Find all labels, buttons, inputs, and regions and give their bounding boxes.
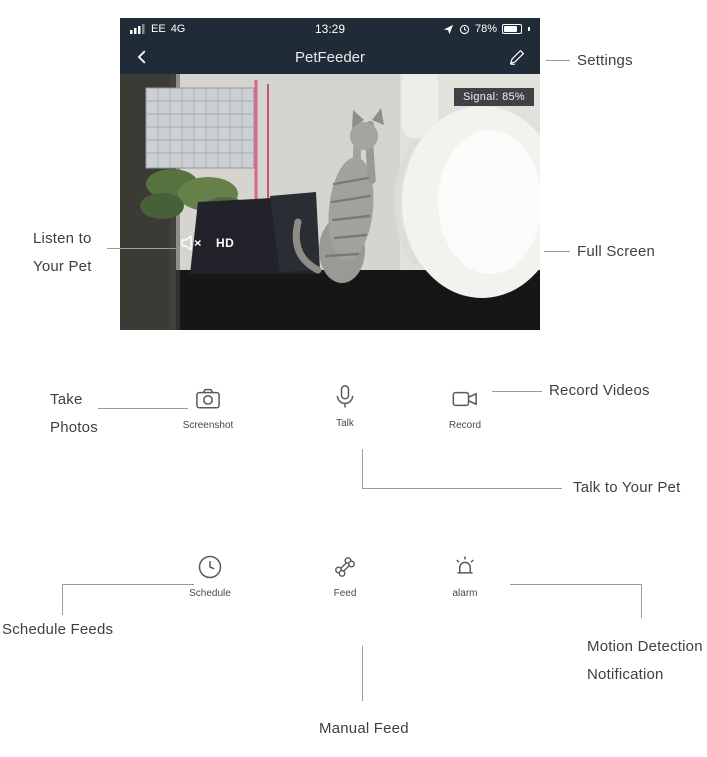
hd-quality-button[interactable]: HD [216, 236, 235, 250]
battery-nub [528, 27, 530, 31]
video-camera-icon [452, 391, 477, 407]
callout-listen-to-your-pet: Listen to Your Pet [33, 225, 92, 281]
callout-line-take-photos [98, 408, 188, 409]
settings-button[interactable] [507, 48, 526, 67]
callout-line-motion-vertical [641, 584, 642, 618]
callout-line-talk-vertical [362, 449, 363, 488]
schedule-label: Schedule [189, 588, 231, 599]
battery-icon [502, 24, 522, 34]
clock-time: 13:29 [314, 22, 346, 36]
page-title: PetFeeder [294, 48, 366, 66]
callout-manual-feed: Manual Feed [319, 720, 409, 737]
callout-line-manual-feed [362, 646, 363, 701]
talk-button[interactable]: Talk [299, 383, 391, 429]
screenshot-button[interactable]: Screenshot [162, 385, 254, 431]
callout-line-listen [107, 248, 177, 249]
callout-line-settings [546, 60, 570, 61]
callout-listen-line2: Your Pet [33, 258, 92, 275]
clock-icon [198, 555, 222, 579]
callout-settings: Settings [577, 52, 633, 69]
location-arrow-icon [443, 24, 454, 34]
back-chevron-icon [137, 50, 146, 64]
feed-button[interactable]: Feed [299, 553, 391, 599]
callout-line-fullscreen [544, 251, 570, 252]
camera-live-view: Signal: 85% HD [120, 74, 540, 330]
callout-talk-to-your-pet: Talk to Your Pet [573, 479, 681, 496]
talk-label: Talk [336, 418, 354, 429]
callout-line-schedule-vertical [62, 584, 63, 615]
signal-strength-badge: Signal: 85% [453, 88, 534, 106]
fullscreen-button[interactable] [505, 232, 524, 256]
callout-take-line2: Photos [50, 419, 98, 436]
back-button[interactable] [134, 48, 152, 66]
callout-line-record-videos [492, 391, 542, 392]
status-bar: EE 4G 13:29 78% [120, 18, 540, 40]
schedule-button[interactable]: Schedule [164, 553, 256, 599]
callout-take-photos: Take Photos [50, 386, 98, 442]
feed-label: Feed [333, 588, 357, 599]
pet-camera-scene [120, 74, 540, 330]
callout-motion-detection: Motion Detection Notification [587, 633, 703, 689]
camera-icon [196, 388, 220, 409]
screenshot-label: Screenshot [182, 420, 234, 431]
record-button[interactable]: Record [419, 385, 511, 431]
callout-take-line1: Take [50, 391, 83, 408]
callout-motion-line1: Motion Detection [587, 638, 703, 655]
callout-schedule-feeds: Schedule Feeds [2, 621, 114, 638]
callout-record-videos: Record Videos [549, 382, 650, 399]
bone-icon [335, 557, 355, 577]
carrier-label: EE [151, 23, 166, 35]
callout-line-motion-horizontal [510, 584, 642, 585]
record-label: Record [448, 420, 482, 431]
cat-figure [292, 108, 384, 283]
callout-listen-line1: Listen to [33, 230, 92, 247]
network-label: 4G [170, 23, 186, 35]
speaker-mute-icon [181, 235, 201, 251]
callout-motion-line2: Notification [587, 666, 664, 683]
signal-bars-icon [130, 24, 145, 34]
mute-speaker-button[interactable] [180, 234, 204, 257]
alarm-clock-icon [459, 24, 470, 34]
status-left: EE 4G [130, 23, 185, 35]
callout-line-talk-horizontal [362, 488, 562, 489]
alarm-siren-icon [456, 556, 474, 574]
microphone-icon [336, 385, 354, 408]
callout-full-screen: Full Screen [577, 243, 656, 260]
phone-screenshot: EE 4G 13:29 78% Pet [120, 18, 540, 330]
callout-line-schedule-horizontal [62, 584, 194, 585]
battery-percent-label: 78% [474, 23, 497, 35]
nav-bar: PetFeeder [120, 40, 540, 74]
fullscreen-icon [506, 233, 523, 250]
status-right: 78% [443, 23, 530, 35]
alarm-button[interactable]: alarm [419, 553, 511, 599]
pencil-settings-icon [509, 49, 524, 65]
alarm-label: alarm [452, 588, 478, 599]
